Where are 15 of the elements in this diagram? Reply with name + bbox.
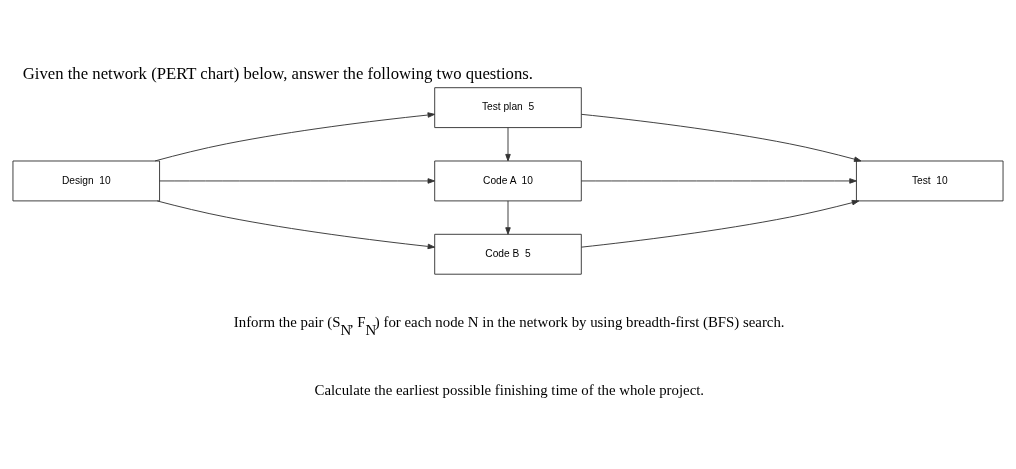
- node-box: Code B 5: [434, 233, 582, 275]
- arrow: [505, 126, 511, 161]
- arrow: [156, 200, 436, 249]
- label: Calculate the earliest possible finishing time of the whole project.: [314, 381, 705, 398]
- node-box: Code A 10: [434, 160, 582, 201]
- arrow: [159, 177, 435, 184]
- arrow: [580, 199, 860, 248]
- arrow: [581, 113, 862, 162]
- node-box: Design 10: [12, 160, 161, 201]
- node-box: Test 10: [855, 160, 1004, 201]
- diagram-title: Given the network (PERT chart) below, answer the following two questions.: [22, 63, 533, 83]
- node-box: Test plan 5: [434, 86, 582, 128]
- arrow: [580, 177, 857, 184]
- arrow: [505, 199, 511, 235]
- arrow: [154, 111, 435, 161]
